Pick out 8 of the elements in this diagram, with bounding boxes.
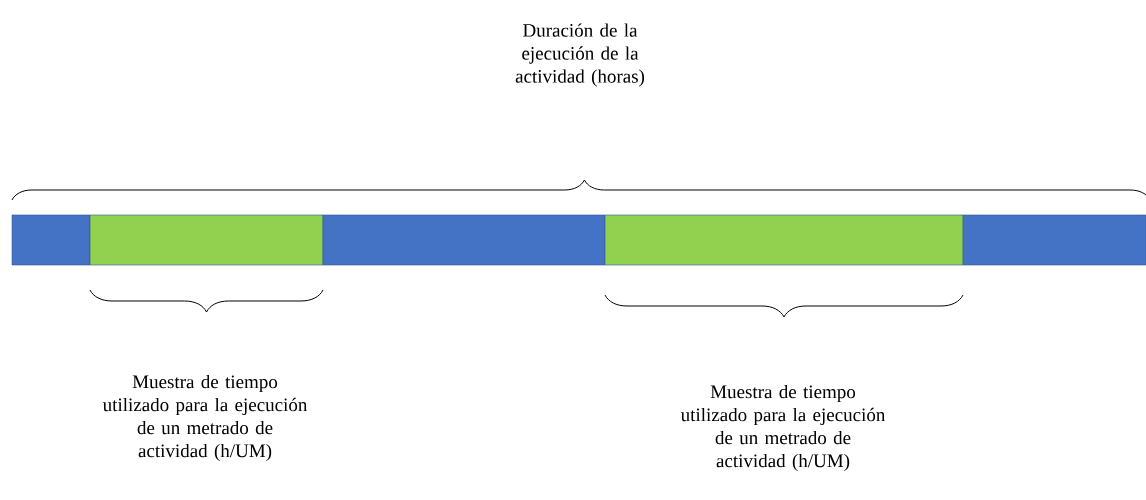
bar-segment: [604, 214, 964, 266]
caption-text: Muestra de tiempo utilizado para la ejecución de un metrado de actividad (h/UM): [680, 384, 886, 472]
bar-segment: [322, 214, 606, 266]
caption-text: Duración de la ejecución de la actividad (horas): [515, 23, 645, 87]
bar-segment: [11, 214, 91, 266]
caption-text: Muestra de tiempo utilizado para la ejecución de un metrado de actividad (h/UM): [102, 374, 308, 462]
bar-segment: [89, 214, 324, 266]
bar-segment: [962, 214, 1146, 266]
